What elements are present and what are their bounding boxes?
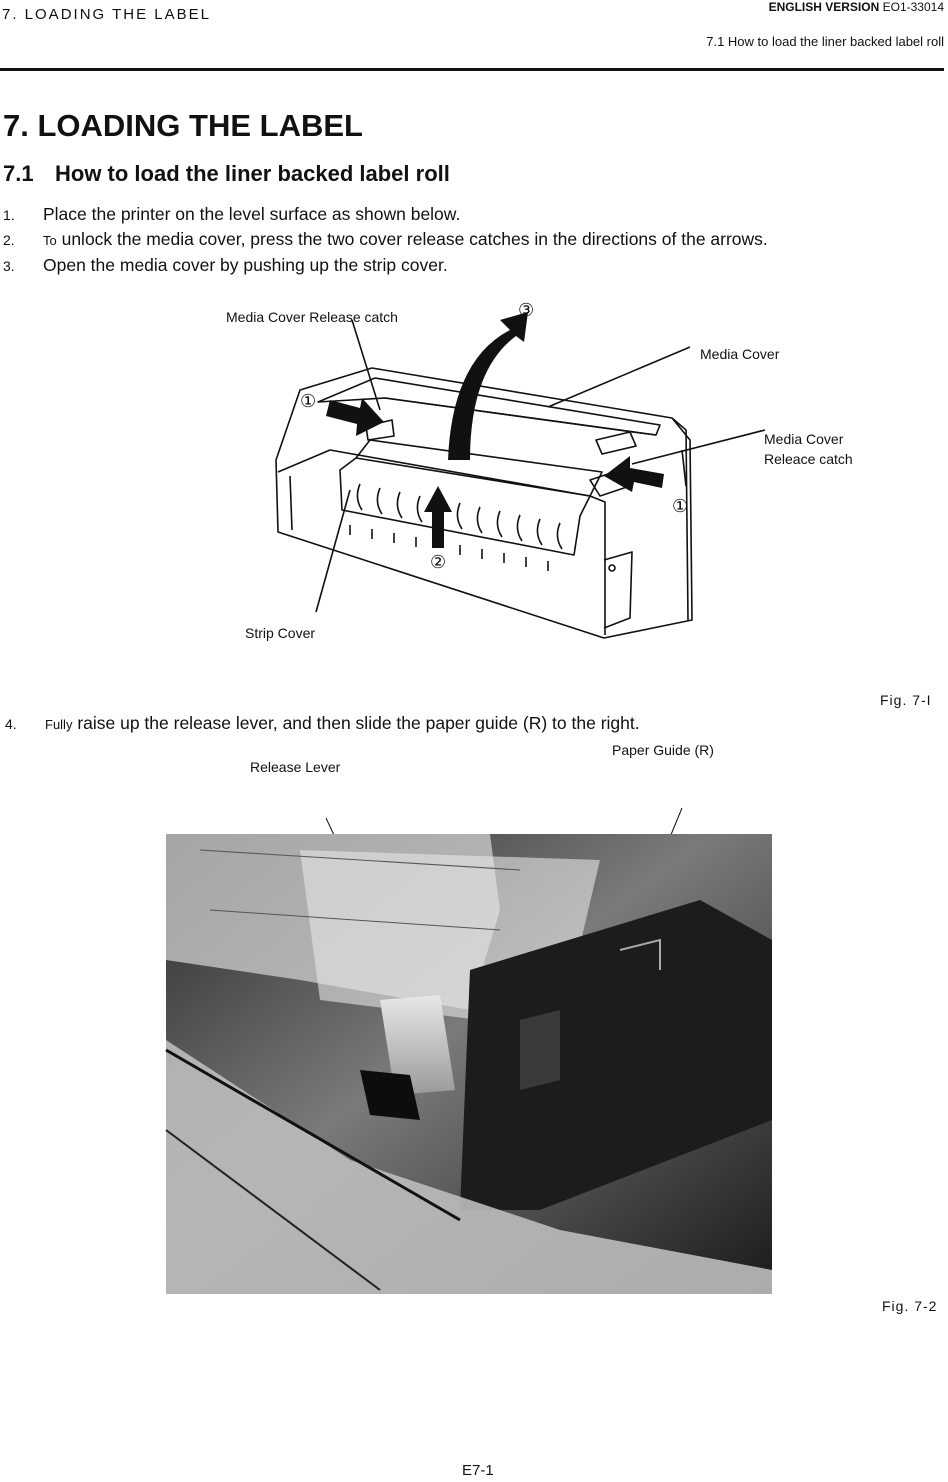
- step-number: 4.: [5, 716, 17, 732]
- section-title: 7.1 How to load the liner backed label ro…: [3, 161, 450, 187]
- marker-three: ③: [518, 300, 535, 320]
- step-text: raise up the release lever, and then sli…: [72, 713, 640, 733]
- marker-one-right: ①: [672, 496, 689, 516]
- document-code: EO1-33014: [882, 0, 944, 14]
- printer-illustration: [275, 312, 766, 639]
- running-header-version: ENGLISH VERSION EO1-33014: [769, 0, 944, 14]
- figure-caption-2: Fig. 7-2: [882, 1298, 938, 1314]
- running-header-section: 7.1 How to load the liner backed label r…: [706, 34, 944, 49]
- step-number: 2.: [3, 232, 15, 248]
- callout-media-cover: Media Cover: [700, 346, 780, 362]
- callout-release-lever: Release Lever: [250, 759, 341, 775]
- step-number: 1.: [3, 207, 15, 223]
- callout-strip-cover: Strip Cover: [245, 625, 316, 641]
- step-1: 1. Place the printer on the level surface…: [3, 204, 460, 225]
- section-heading: How to load the liner backed label roll: [55, 161, 450, 186]
- step-text: unlock the media cover, press the two co…: [56, 229, 768, 249]
- callout-release-catch-right-line2: Releace catch: [764, 451, 853, 467]
- step-number: 3.: [3, 258, 15, 274]
- callout-release-catch-left: Media Cover Release catch: [226, 309, 398, 325]
- chapter-title: 7. LOADING THE LABEL: [3, 108, 363, 143]
- figure-caption-1: Fig. 7-I: [880, 692, 932, 708]
- release-lever-photo: [165, 807, 772, 1294]
- header-rule: [0, 68, 944, 71]
- running-header-left: 7. LOADING THE LABEL: [2, 6, 211, 23]
- page-number: E7-1: [462, 1462, 494, 1479]
- step-4: 4. Fully raise up the release lever, and …: [5, 713, 640, 734]
- version-label: ENGLISH VERSION: [768, 0, 880, 14]
- marker-two: ②: [430, 552, 447, 572]
- step-lead: Fully: [45, 717, 73, 732]
- callout-paper-guide: Paper Guide (R): [612, 742, 714, 758]
- marker-one-left: ①: [300, 391, 317, 411]
- step-text: Open the media cover by pushing up the s…: [43, 255, 448, 275]
- section-number: 7.1: [3, 161, 34, 186]
- step-2: 2. To unlock the media cover, press the t…: [3, 229, 768, 250]
- step-text: Place the printer on the level surface a…: [43, 204, 461, 224]
- step-3: 3. Open the media cover by pushing up the…: [3, 255, 448, 276]
- step-lead: To: [43, 233, 57, 248]
- callout-release-catch-right-line1: Media Cover: [764, 431, 844, 447]
